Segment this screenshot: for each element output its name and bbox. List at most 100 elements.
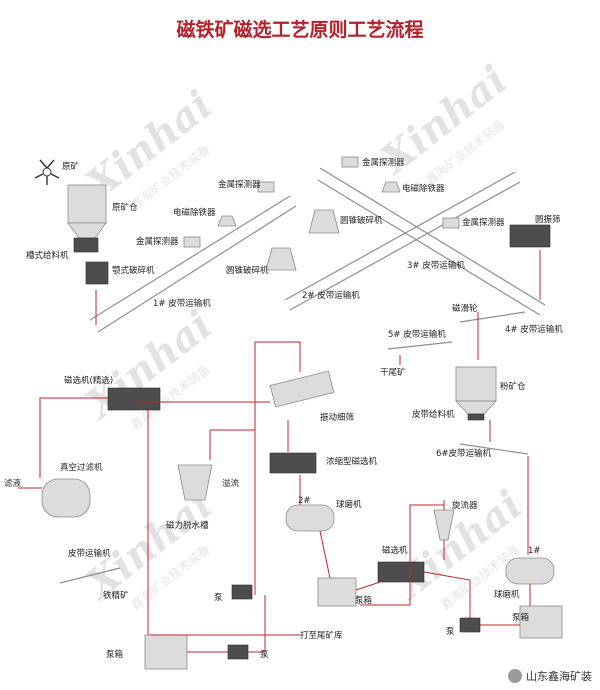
belt-conveyor-1: [89, 195, 291, 321]
label-conc-magnetic-separator: 浓缩型磁选机: [326, 456, 378, 467]
magnetic-dewatering-tank: [177, 464, 213, 501]
flow-to-screen: [255, 341, 301, 372]
pump-box-b: [144, 634, 188, 670]
belt-conveyor-2-rail: [289, 181, 521, 311]
label-dry-tailings: 干尾矿: [380, 367, 406, 378]
belt-conveyor-3: [319, 167, 546, 306]
belt-conveyor-5: [387, 341, 453, 350]
label-metal-detector-3: 金属探测器: [362, 157, 405, 168]
flow-mill2-out: [319, 530, 331, 579]
fine-screen: [269, 370, 335, 408]
powder-bin-cone: [455, 400, 497, 415]
cone-crusher-2: [308, 209, 340, 234]
brand-footer-text: 山东鑫海矿装: [526, 670, 592, 683]
label-ball-mill-1: 球磨机: [494, 589, 520, 600]
label-belt-conveyor-3: 3# 皮带运输机: [407, 260, 465, 271]
pump-c: [459, 617, 481, 633]
flow-box-loop: [360, 504, 444, 606]
magnetic-separator-fine: [107, 387, 161, 411]
metal-detector-2: [183, 236, 201, 248]
label-to-tailings: 打至尾矿库: [300, 630, 343, 641]
label-overflow: 溢流: [222, 478, 240, 489]
magnetic-iron-remover-2: [381, 181, 401, 193]
label-belt-conveyor-5: 5# 皮带运输机: [388, 329, 446, 340]
label-belt-conveyor-filter: 皮带运输机: [68, 548, 111, 559]
flow-lines: [18, 250, 541, 653]
pump-box-c: [519, 605, 563, 639]
label-metal-detector-2: 金属探测器: [136, 236, 179, 247]
label-belt-conveyor-2: 2# 皮带运输机: [302, 290, 360, 301]
label-vibrating-screen: 圆振筛: [535, 214, 561, 225]
pump-b: [227, 644, 249, 660]
label-raw-ore-bin: 原矿仓: [112, 202, 138, 213]
conc-magnetic-separator: [269, 452, 317, 474]
belt-feeder: [467, 413, 485, 421]
label-pump-box-b: 泵箱: [106, 649, 124, 660]
powder-bin: [455, 366, 497, 402]
flow-sep-to-box: [355, 581, 381, 591]
label-pump-b: 泵: [260, 650, 269, 660]
label-magnetic-dewatering-tank: 磁力脱水槽: [166, 520, 209, 531]
label-cone-crusher-1: 圆锥破碎机: [226, 265, 269, 276]
label-magnetic-iron-remover-2: 电磁除铁器: [402, 183, 445, 194]
raw-ore-bin: [67, 184, 107, 224]
label-raw-ore: 原矿: [62, 161, 80, 172]
metal-detector-4: [442, 217, 460, 229]
label-cyclone: 旋流器: [452, 500, 478, 511]
flow-pump-b-up: [248, 595, 266, 653]
grizzly-feeder: [73, 237, 99, 253]
belt-conveyor-6: [459, 443, 529, 455]
flow-pump-c-up: [423, 571, 471, 618]
label-magnetic-iron-remover-1: 电磁除铁器: [173, 207, 216, 218]
label-pump-c: 泵: [446, 627, 455, 637]
label-magnetic-separator: 磁选机: [382, 545, 408, 556]
label-grizzly-feeder: 槽式给料机: [26, 250, 69, 261]
brand-footer: 山东鑫海矿装: [508, 668, 592, 684]
belt-conveyor-filter: [59, 567, 121, 584]
label-belt-conveyor-4: 4# 皮带运输机: [505, 324, 563, 335]
label-magnetic-separator-fine: 磁选机(精选): [64, 375, 113, 386]
label-ball-mill: 球磨机: [336, 499, 362, 510]
cyclone: [433, 509, 455, 541]
belt-conveyor-3-rail: [317, 179, 541, 316]
belt-conveyor-4: [459, 311, 526, 323]
label-belt-feeder: 皮带给料机: [412, 409, 455, 420]
label-belt-conveyor-1: 1# 皮带运输机: [153, 298, 211, 309]
label-magnetic-pulley: 磁滑轮: [452, 303, 478, 314]
label-metal-detector-1: 金属探测器: [218, 179, 261, 190]
label-filtrate: 滤液: [4, 478, 22, 489]
label-fine-screen: 振动细筛: [320, 412, 355, 423]
ball-mill-1: [505, 557, 555, 585]
metal-detector-3: [341, 156, 359, 168]
magnetic-separator: [377, 561, 425, 583]
wechat-icon: [508, 669, 522, 683]
raw-ore-bin-cone: [67, 222, 107, 239]
belt-conveyor-1-rail: [97, 205, 297, 333]
label-metal-detector-4: 金属探测器: [462, 217, 505, 228]
label-layer: 原矿 原矿仓 槽式给料机 颚式破碎机 金属探测器 电磁除铁器 金属探测器 圆锥破…: [4, 157, 563, 660]
flow-sep-to-filter: [39, 397, 108, 478]
ball-mill-2: [285, 504, 335, 532]
label-pump-box-c: 泵箱: [512, 612, 530, 623]
metal-detector-1: [257, 181, 275, 193]
label-jaw-crusher: 颚式破碎机: [112, 265, 155, 276]
vibrating-screen: [509, 224, 551, 248]
label-belt-conveyor-6: 6#皮带运输机: [436, 448, 492, 459]
label-pump-box-a: 泵箱: [355, 595, 373, 606]
belt-conveyor-2: [284, 171, 516, 301]
label-vacuum-filter: 真空过滤机: [60, 462, 103, 473]
diagram-title: 磁铁矿磁选工艺原则工艺流程: [176, 18, 423, 41]
label-ball-mill-2-no: 2#: [298, 496, 311, 506]
cone-crusher-1: [265, 247, 297, 271]
jaw-crusher: [85, 261, 109, 285]
label-pump-a: 泵: [214, 593, 223, 603]
label-cone-crusher-2: 圆锥破碎机: [340, 215, 383, 226]
label-iron-concentrate: 铁精矿: [103, 590, 129, 601]
vacuum-filter: [41, 478, 91, 518]
magnetic-iron-remover-1: [217, 215, 237, 227]
pump-a: [231, 584, 253, 600]
label-powder-bin: 粉矿仓: [500, 381, 526, 392]
label-ball-mill-1-no: 1#: [528, 546, 541, 556]
